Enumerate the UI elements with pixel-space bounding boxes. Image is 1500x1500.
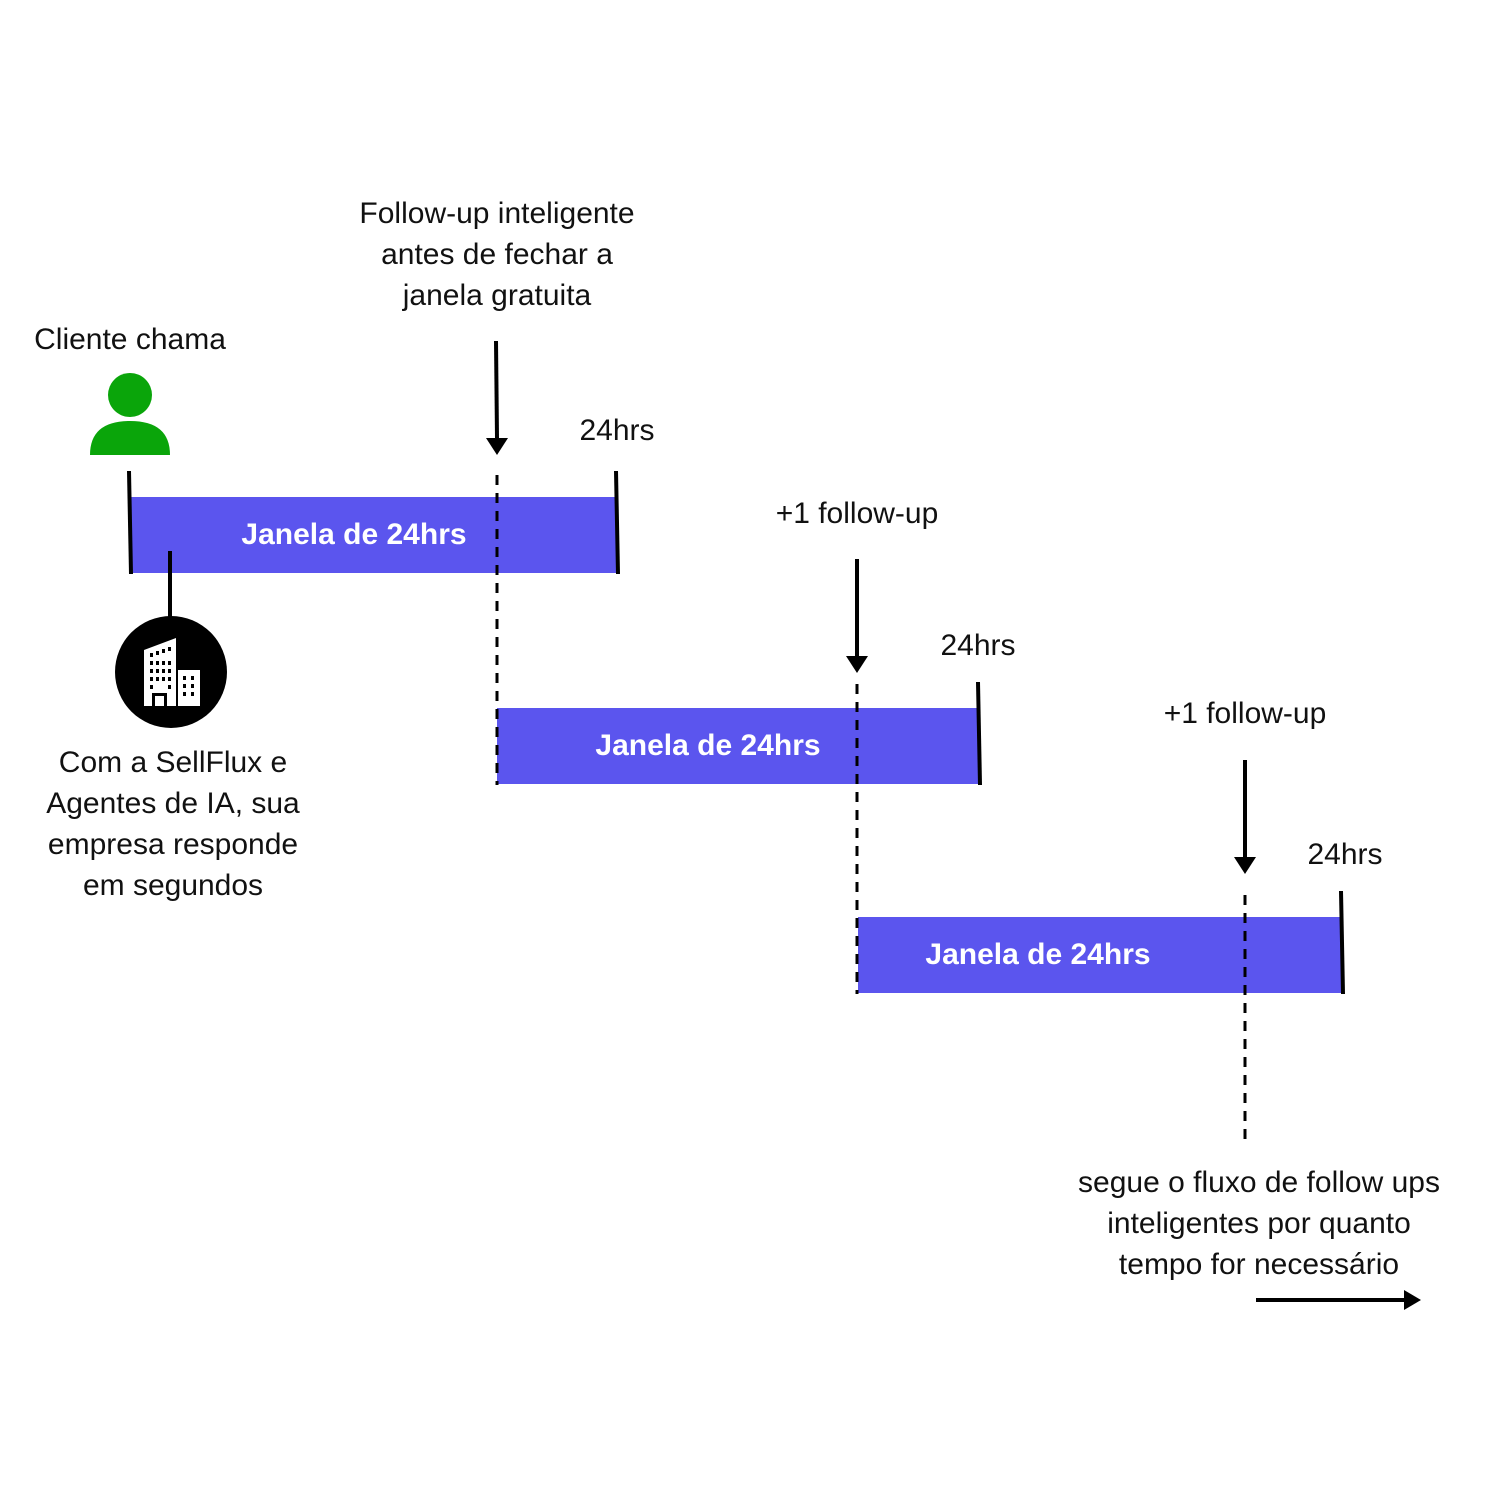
window-label-3: Janela de 24hrs <box>925 938 1151 971</box>
arrow-right-icon <box>1256 1290 1421 1310</box>
extra-followup-label-1: +1 follow-up <box>775 497 939 530</box>
window-bar-2: Janela de 24hrs <box>497 708 979 784</box>
window-end-label-1: 24hrs <box>579 414 655 447</box>
window-end-label-2: 24hrs <box>940 629 1016 662</box>
company-responds-label: Com a SellFlux e Agentes de IA, sua empr… <box>46 746 300 902</box>
first-followup-label: Follow-up inteligente antes de fechar a … <box>359 197 635 312</box>
continue-flow-label: segue o fluxo de follow ups inteligentes… <box>1078 1166 1440 1281</box>
building-icon <box>115 616 227 728</box>
window-label-2: Janela de 24hrs <box>595 729 821 762</box>
window-bar-3: Janela de 24hrs <box>858 917 1343 993</box>
extra-followup-label-2: +1 follow-up <box>1163 697 1327 730</box>
window-end-label-3: 24hrs <box>1307 838 1383 871</box>
followup-arrow-1 <box>494 340 499 439</box>
window-label-1: Janela de 24hrs <box>241 518 467 551</box>
client-calls-label: Cliente chama <box>34 323 226 356</box>
window-bar-1: Janela de 24hrs <box>131 497 617 573</box>
